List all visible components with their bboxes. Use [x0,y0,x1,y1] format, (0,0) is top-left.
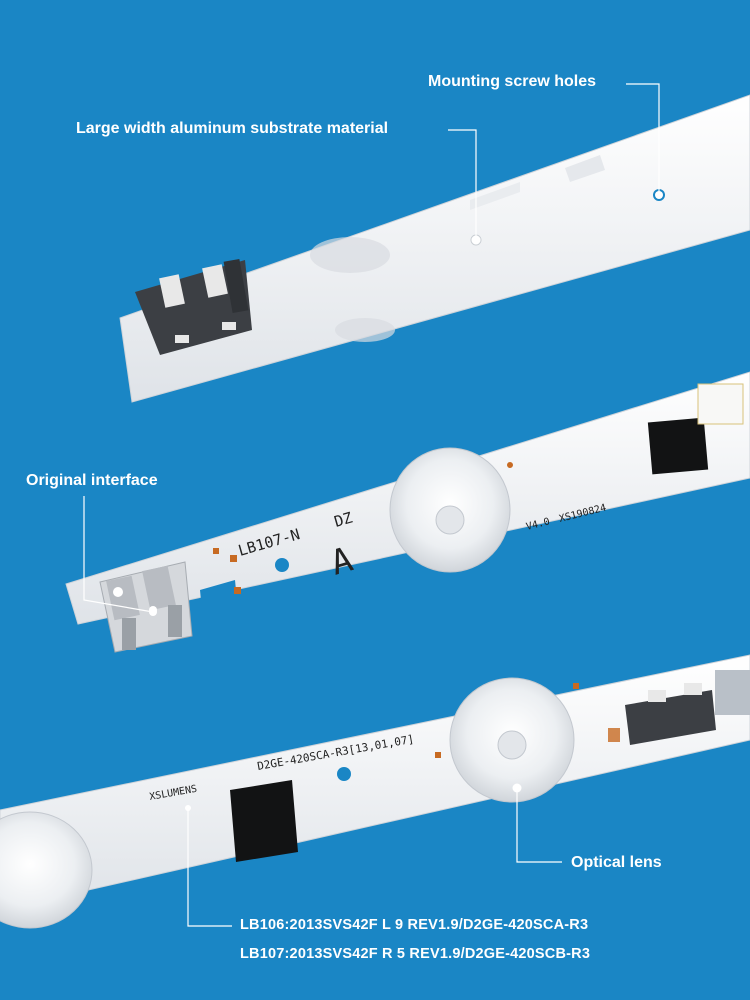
strip-dz-text: DZ [332,509,354,531]
connector-right [608,670,750,745]
label-model-line-2: LB107:2013SVS42F R 5 REV1.9/D2GE-420SCB-… [240,946,591,962]
label-substrate: Large width aluminum substrate material [76,120,389,137]
optical-lens-b [449,677,575,803]
optical-lens-c [0,811,93,929]
label-optical-lens: Optical lens [571,854,662,871]
connector-front [99,561,193,653]
driver-chip [230,780,298,862]
led-strip-front-b [0,654,750,929]
label-mounting-holes: Mounting screw holes [428,73,597,90]
mounting-hole [275,558,289,572]
connector-back [135,259,252,355]
mounting-hole [337,767,351,781]
callout-dots [149,191,663,811]
label-interface: Original interface [26,472,158,489]
driver-chip [647,417,709,475]
sticker [697,383,744,425]
optical-lens-a [389,447,511,573]
label-model-line-1: LB106:2013SVS42F L 9 REV1.9/D2GE-420SCA-… [240,917,589,933]
led-strip-front-a [65,371,750,653]
led-strip-back [119,94,750,403]
callout-lines [83,83,660,927]
